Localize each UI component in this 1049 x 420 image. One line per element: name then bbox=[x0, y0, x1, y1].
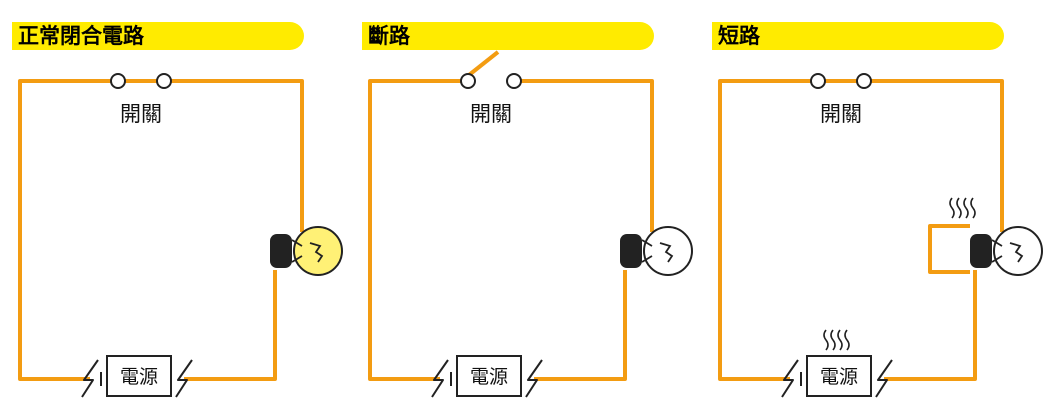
bulb-icon bbox=[970, 226, 1043, 276]
power-source-label: 電源 bbox=[120, 366, 158, 388]
switch-contact-right bbox=[506, 73, 522, 89]
panel-short-circuit: 短路 電源 bbox=[700, 0, 1049, 420]
switch-contact-left bbox=[110, 73, 126, 89]
bypass-wire bbox=[928, 224, 970, 274]
circuit-wire bbox=[718, 79, 1004, 381]
switch-label: 開關 bbox=[820, 102, 862, 126]
switch-contact-right bbox=[156, 73, 172, 89]
switch-label: 開關 bbox=[120, 102, 162, 126]
heat-icon bbox=[949, 197, 976, 219]
spark-icon bbox=[781, 359, 799, 398]
circuit-wire bbox=[368, 50, 654, 381]
power-source-label: 電源 bbox=[820, 366, 858, 388]
spark-icon bbox=[875, 359, 893, 398]
spark-icon bbox=[431, 359, 449, 398]
panel-title-bar: 正常閉合電路 bbox=[12, 22, 304, 50]
panel-title-bar: 短路 bbox=[712, 22, 1004, 50]
power-source-label: 電源 bbox=[470, 366, 508, 388]
circuit-diagram: 電源 bbox=[368, 50, 693, 398]
spark-icon bbox=[525, 359, 543, 398]
bulb-icon bbox=[270, 226, 343, 276]
switch-contact-left bbox=[810, 73, 826, 89]
switch-lever bbox=[467, 50, 500, 77]
panel-title-bar: 斷路 bbox=[362, 22, 654, 50]
switch-contact-left bbox=[460, 73, 476, 89]
panel-title: 斷路 bbox=[368, 24, 410, 48]
power-source: 電源 bbox=[431, 355, 543, 398]
spark-icon bbox=[175, 359, 193, 398]
power-source: 電源 bbox=[781, 355, 893, 398]
power-source: 電源 bbox=[81, 355, 193, 398]
panel-open-circuit: 斷路 電源 開關 bbox=[350, 0, 700, 420]
spark-icon bbox=[81, 359, 99, 398]
bulb-icon bbox=[620, 226, 693, 276]
heat-icon bbox=[823, 329, 850, 351]
switch-label: 開關 bbox=[470, 102, 512, 126]
circuit-diagram: 電源 bbox=[18, 73, 343, 398]
circuit-diagram: 電源 bbox=[718, 73, 1043, 398]
switch-contact-right bbox=[856, 73, 872, 89]
panel-closed-circuit: 正常閉合電路 電源 開關 bbox=[0, 0, 350, 420]
panel-title: 正常閉合電路 bbox=[18, 24, 144, 48]
panel-title: 短路 bbox=[718, 24, 760, 48]
